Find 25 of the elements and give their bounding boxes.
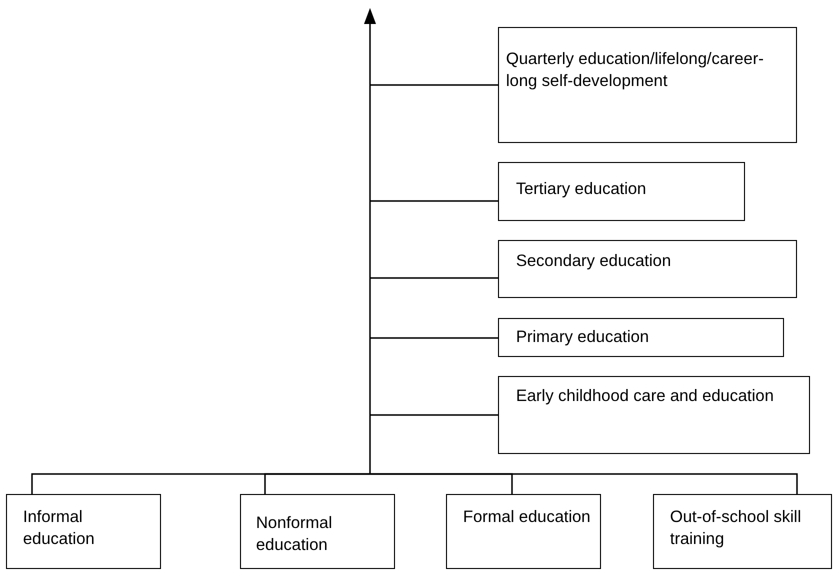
connector-line: [370, 277, 498, 279]
box-label: Secondary education: [516, 251, 672, 272]
education-box: [653, 494, 832, 569]
connector-line: [370, 84, 498, 86]
box-label: Tertiary education: [516, 179, 648, 200]
box-label: Early childhood care and education: [516, 386, 775, 407]
box-label: Out-of-school skill training: [670, 507, 802, 550]
box-label: Formal education: [463, 507, 592, 528]
box-label: Quarterly education/lifelong/career-long self-development: [506, 49, 765, 92]
connector-line: [370, 473, 798, 494]
education-box: [498, 162, 745, 221]
education-box: [6, 494, 161, 569]
box-label: Nonformal education: [256, 513, 334, 556]
education-box: [498, 27, 797, 143]
education-box: [498, 318, 784, 357]
education-box: [498, 376, 810, 454]
connector-line: [370, 414, 498, 416]
box-label: Primary education: [516, 327, 650, 348]
connector-line: [264, 473, 370, 494]
box-label: Informal education: [23, 507, 96, 550]
connector-line: [370, 200, 498, 202]
education-box: [446, 494, 601, 569]
education-box: [498, 240, 797, 298]
education-box: [240, 494, 395, 569]
connector-line: [370, 337, 498, 339]
